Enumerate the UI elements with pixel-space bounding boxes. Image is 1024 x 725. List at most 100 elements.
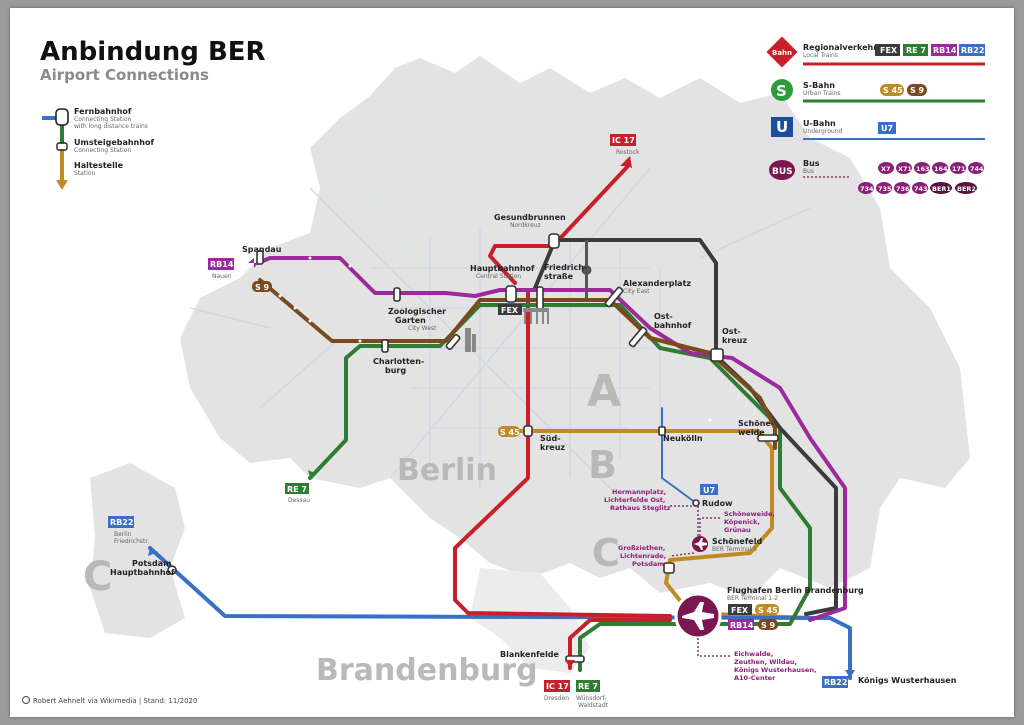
badge-ic17-bottom: IC 17: [546, 682, 569, 691]
zone-b: B: [588, 443, 617, 487]
bus-note-right-1: Schöneweide,: [724, 510, 775, 518]
label-dresden: Dresden: [544, 695, 569, 702]
badge-s45-ber: S 45: [758, 606, 778, 615]
label-rostock: Rostock: [616, 149, 640, 156]
legend-sbahn: S-Bahn: [803, 81, 835, 90]
bus-note-lower-1: Großziethen,: [618, 544, 665, 552]
label-gesundbrunnen: Gesundbrunnen: [494, 213, 566, 222]
label-koenigs-wusterhausen: Königs Wusterhausen: [858, 676, 957, 685]
line-legend: Bahn Regionalverkehr Local Trains FEX RE…: [766, 36, 985, 194]
label-gesundbrunnen-sub: Nordkreuz: [510, 222, 541, 229]
station-charlottenburg[interactable]: [381, 339, 389, 353]
station-labels: Spandau Gesundbrunnen Nordkreuz Hauptbah…: [110, 213, 957, 685]
station-schoeneweide[interactable]: [757, 434, 779, 442]
label-friedrichstrasse-2: straße: [544, 272, 574, 281]
legend-sbahn-sub: Urban Trains: [803, 90, 841, 97]
line-arrows: [148, 156, 855, 678]
station-suedkreuz[interactable]: [523, 425, 533, 437]
zone-c-right: C: [592, 531, 620, 575]
bus-note-left-3: Rathaus Steglitz: [610, 504, 671, 512]
legend-haltestelle-sub: Station: [74, 170, 96, 177]
label-berlin-fr-2: Friedrichstr.: [114, 538, 149, 545]
legend-regional-sub: Local Trains: [803, 52, 838, 59]
station-potsdam[interactable]: [167, 565, 177, 575]
station-zoo[interactable]: [393, 287, 401, 302]
label-schoenefeld: Schönefeld: [712, 537, 762, 546]
bus-x71: X71: [898, 165, 913, 173]
ubahn-logo-icon: [771, 117, 793, 137]
plane-small-icon: [694, 538, 707, 550]
bus-badges-row2: [858, 182, 977, 194]
badge-rb22-left: RB22: [110, 518, 133, 527]
bus-171: 171: [952, 165, 966, 173]
zone-brandenburg: Brandenburg: [316, 653, 538, 688]
station-gesundbrunnen[interactable]: [548, 233, 560, 249]
label-ber-sub: BER Terminal 1-2: [727, 595, 778, 602]
station-ostkreuz[interactable]: [710, 348, 724, 362]
legend-umsteigebahnhof: Umsteigebahnhof: [74, 138, 154, 147]
legend-ubahn-sub: Underground: [803, 128, 842, 135]
label-schoeneweide-1: Schöne-: [738, 419, 774, 428]
bus-note-lower-2: Lichtenrade,: [620, 552, 666, 560]
station-schoenefeld[interactable]: [663, 562, 675, 574]
badge-s45: S 45: [883, 86, 903, 95]
sbahn-logo-text: S: [776, 82, 787, 100]
bus-ber2: BER2: [957, 185, 976, 193]
badge-s9-ber: S 9: [761, 621, 776, 630]
bus-logo-icon: [769, 160, 795, 180]
label-berlin-fr-1: Berlin: [114, 531, 132, 538]
badge-s9: S 9: [910, 86, 925, 95]
label-nauen: Nauen: [212, 273, 232, 280]
memorial-church-icon: [465, 328, 476, 352]
station-rudow[interactable]: [692, 499, 700, 507]
station-linden: [445, 333, 461, 351]
legend-bus: Bus: [803, 159, 820, 168]
bus-notes: Hermannplatz, Lichterfelde Ost, Rathaus …: [604, 488, 816, 682]
line-red-bottom: [568, 618, 672, 670]
line-s9: [258, 278, 777, 450]
berlin-area: [180, 56, 970, 598]
label-schoeneweide-2: weide: [738, 428, 765, 437]
label-zoo-sub: City West: [408, 325, 437, 332]
badge-re7-bottom: RE 7: [578, 682, 598, 691]
label-friedrichstrasse-1: Friedrich-: [544, 263, 587, 272]
bus-note-bottom-2: Zeuthen, Wildau,: [734, 658, 797, 666]
cc-icon: [22, 696, 30, 704]
sbahn-logo-icon: [771, 79, 793, 101]
label-wuensdorf-1: Wünsdorf-: [576, 695, 606, 702]
zone-c-left: C: [83, 554, 112, 600]
badge-u7: U7: [881, 124, 893, 133]
bus-note-lower-3: Potsdam: [632, 560, 664, 568]
label-suedkreuz-2: kreuz: [540, 443, 565, 452]
line-red-south: [453, 291, 672, 618]
potsdam-area: [90, 463, 185, 638]
station-hauptbahnhof[interactable]: [505, 285, 517, 303]
legend-fernbahnhof: Fernbahnhof: [74, 107, 132, 116]
destination-badges: IC 17 Rostock RB14 Nauen S 9 RE 7 Dessau…: [108, 134, 848, 709]
bus-164: 164: [934, 165, 948, 173]
badge-fex-mid: FEX: [501, 306, 519, 315]
plane-icon: [682, 602, 714, 630]
zone-a: A: [587, 366, 621, 417]
label-hauptbahnhof-sub: Central Station: [476, 273, 521, 280]
station-ostbahnhof[interactable]: [628, 326, 648, 348]
bus-note-right-3: Grünau: [724, 526, 751, 534]
bus-734: 734: [860, 185, 874, 193]
bus-note-bottom-4: A10-Center: [734, 674, 776, 682]
label-charlottenburg-2: burg: [385, 366, 406, 375]
bus-735: 735: [878, 185, 892, 193]
line-red-north: [488, 164, 630, 285]
label-schoenefeld-sub: BER Terminal 5: [712, 546, 757, 553]
badge-fex: FEX: [880, 46, 898, 55]
legend-bus-sub: Bus: [803, 168, 814, 175]
bus-743: 743: [914, 185, 928, 193]
label-blankenfelde: Blankenfelde: [500, 650, 560, 659]
station-friedrichstrasse[interactable]: [536, 286, 544, 310]
label-ber: Flughafen Berlin Brandenburg: [727, 586, 864, 595]
station-neukoelln[interactable]: [658, 426, 666, 436]
station-spandau[interactable]: [256, 250, 264, 265]
badge-rb22-bottom: RB22: [824, 678, 847, 687]
bahn-logo-text: Bahn: [772, 49, 792, 57]
station-alexanderplatz[interactable]: [604, 286, 624, 308]
badge-re7: RE 7: [906, 46, 926, 55]
